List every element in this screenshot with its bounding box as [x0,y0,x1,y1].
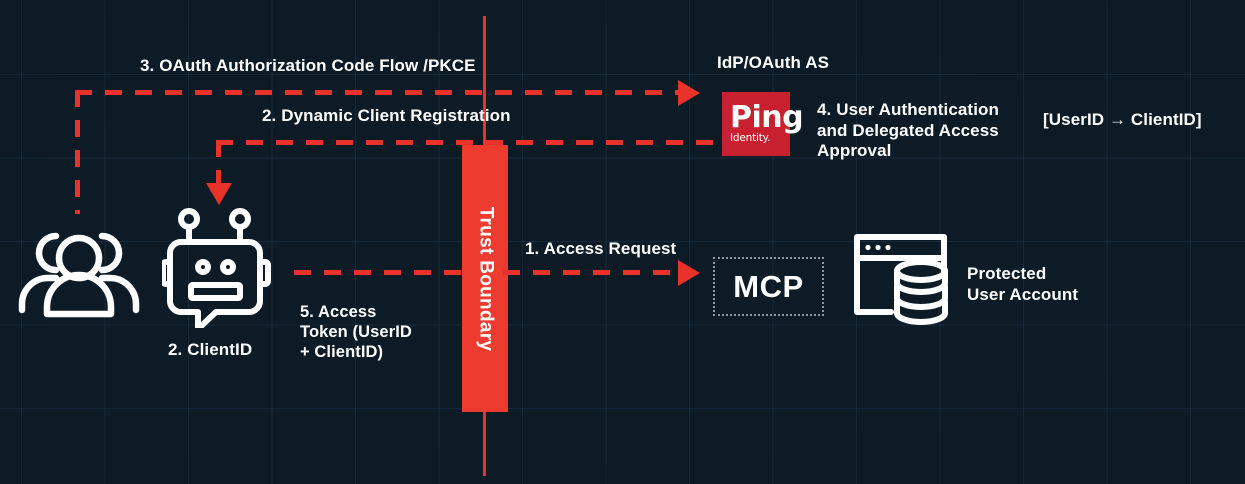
flow5-segment [294,270,470,275]
flow3-arrowhead [678,79,700,106]
label-userid-clientid-mapping: [UserID → ClientID] [1043,110,1202,129]
label-protected-user-account: Protected User Account [967,264,1079,304]
label-step-2-registration: 2. Dynamic Client Registration [262,106,511,125]
label-idp: IdP/OAuth AS [717,53,830,72]
flow1-segment [503,270,679,275]
label-step-2-clientid: 2. ClientID [168,340,253,359]
flow3-horizontal-segment [75,90,679,95]
ping-identity-logo: Ping Identity. [722,92,804,156]
flow3-vertical-segment [75,90,80,214]
mcp-label: MCP [733,268,804,304]
flow2-arrowhead [205,183,232,205]
flow1-arrowhead [678,259,700,286]
label-step-5: 5. Access Token (UserID + ClientID) [300,303,412,362]
ping-logo-wordmark: Ping [730,100,804,136]
flow2-horizontal-segment [216,140,724,145]
mcp-server-box: MCP [713,257,824,316]
trust-boundary-bar: Trust Boundary [462,145,508,412]
flow2-vertical-segment [216,140,221,184]
browser-database-icon [853,233,955,326]
label-step-3: 3. OAuth Authorization Code Flow /PKCE [140,56,476,75]
label-step-4: 4. User Authentication and Delegated Acc… [817,100,999,161]
label-step-1: 1. Access Request [525,239,677,258]
trust-boundary-label: Trust Boundary [475,206,497,351]
users-group-icon [18,218,140,318]
chatbot-icon [162,206,278,328]
ping-logo-subtext: Identity. [730,132,771,145]
